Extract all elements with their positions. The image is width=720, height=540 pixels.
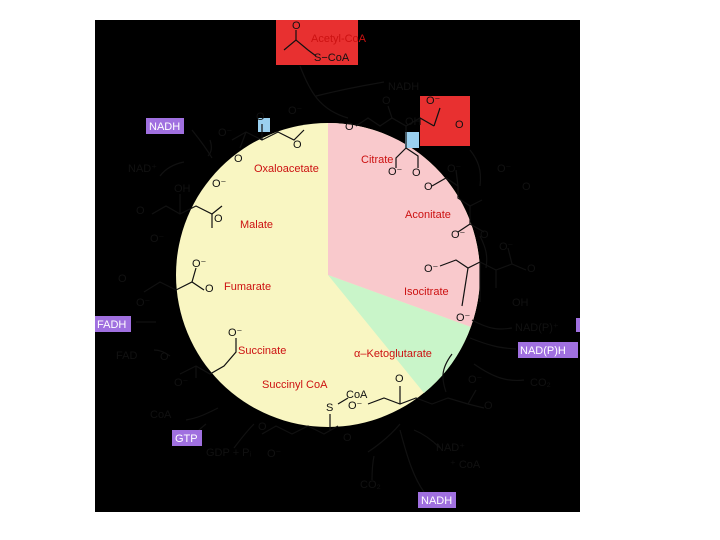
nadh-top-left-label: NADH (149, 121, 180, 133)
aconitate-label: Aconitate (405, 209, 451, 221)
isocitrate-o-minus-3: O⁻ (456, 312, 471, 324)
citrate-o-3: O (412, 167, 421, 179)
malate-structure (151, 194, 223, 228)
coa-bottom-label: ⁺ CoA (450, 459, 481, 471)
fumarate-o-minus-2: O⁻ (136, 297, 151, 309)
isocitrate-structure (439, 247, 527, 307)
nadh-top-right-label: NADH (388, 81, 419, 93)
ketoglutarate-o-2: O (484, 400, 493, 412)
succinyl-coa-label: Succinyl CoA (262, 379, 328, 391)
ketoglutarate-label: α–Ketoglutarate (354, 348, 432, 360)
aconitate-o: O (424, 181, 433, 193)
succinyl-coa-o-minus: O⁻ (267, 448, 282, 460)
aconitate-o-minus-2: O⁻ (497, 163, 512, 175)
succinyl-coa-structure (261, 397, 349, 435)
cycle-wheel (176, 123, 480, 427)
coa-left-label: CoA (150, 409, 172, 421)
nadh-top-left-box (146, 118, 184, 134)
gtp-label: GTP (175, 433, 198, 445)
aconitate-o-minus-3: O⁻ (451, 229, 466, 241)
nadph-label: NAD(P)H (520, 345, 566, 357)
nad-bottom-label: NAD⁺ (436, 442, 465, 454)
ketoglutarate-o-minus-2: O⁻ (468, 374, 483, 386)
nadh-bottom-label: NADH (421, 495, 452, 507)
oxaloacetate-o-minus-2: O⁻ (288, 105, 303, 117)
succinate-structure (179, 338, 237, 378)
oxaloacetate-carbon-highlight (258, 118, 270, 132)
succinate-o: O (160, 351, 169, 363)
acetyl-coa-structure (283, 30, 317, 57)
malate-o-1: O (136, 205, 145, 217)
fumarate-structure (143, 267, 205, 293)
acetyl-coa-highlight (276, 20, 358, 65)
citrate-isocitrate-sector (328, 123, 480, 327)
acetyl-coa-label: Acetyl-CoA (311, 33, 367, 45)
succinate-label: Succinate (238, 345, 286, 357)
acetyl-coa-s-coa: S−CoA (314, 52, 350, 64)
succinyl-coa-s: S (326, 402, 333, 414)
isocitrate-o-minus-1: O⁻ (499, 241, 514, 253)
malate-o-2: O (214, 213, 223, 225)
fad-label: FAD (116, 350, 137, 362)
gtp-box (172, 430, 202, 446)
nad-left-label: NAD⁺ (128, 163, 157, 175)
malate-o-minus-2: O⁻ (150, 233, 165, 245)
succinate-o-minus-2: O⁻ (174, 377, 189, 389)
citrate-carbon-highlight (405, 132, 419, 148)
ketoglutarate-o-minus-1: O⁻ (348, 400, 363, 412)
oxaloacetate-o-minus-1: O⁻ (218, 127, 233, 139)
oxaloacetate-o-3: O (293, 139, 302, 151)
oxaloacetate-structure (231, 124, 305, 149)
acetyl-coa-o: O (292, 20, 301, 32)
isocitrate-oh: OH (512, 297, 529, 309)
co2-bottom-label: CO₂ (360, 479, 381, 491)
nadh-bottom-box (418, 492, 456, 508)
citrate-oh: OH (405, 116, 422, 128)
fumarate-label: Fumarate (224, 281, 271, 293)
citrate-o-minus-1: O⁻ (345, 121, 360, 133)
citrate-o-2: O (455, 119, 464, 131)
succinate-o-minus-1: O⁻ (228, 327, 243, 339)
ketoglutarate-structure (367, 386, 485, 409)
fumarate-o-minus-1: O⁻ (192, 258, 207, 270)
fumarate-o-2: O (118, 273, 127, 285)
fadh-label: FADH (97, 319, 126, 331)
succinyl-coa-coa: CoA (346, 389, 368, 401)
malate-o-minus-1: O⁻ (212, 178, 227, 190)
succinyl-coa-o: O (258, 421, 267, 433)
aconitate-o-fragment: O (522, 181, 531, 193)
succinyl-coa-o-2: O (343, 432, 352, 444)
nadph-edge-box (576, 318, 580, 332)
nadp-in-label: NAD(P)⁺ (515, 322, 559, 334)
citrate-structure (355, 105, 441, 168)
ketoglutarate-sector (328, 275, 471, 393)
citrate-o-minus-3: O⁻ (388, 166, 403, 178)
fadh-box (95, 316, 131, 332)
aconitate-o-2: O (480, 229, 489, 241)
aconitate-structure (431, 169, 485, 233)
citrate-label: Citrate (361, 154, 393, 166)
oxaloacetate-o-2: O (234, 153, 243, 165)
nadph-box (518, 342, 578, 358)
gdp-pi-label: GDP + Pᵢ (206, 447, 252, 459)
reaction-arrows (136, 65, 525, 493)
co2-right-label: CO₂ (530, 377, 551, 389)
malate-oh: OH (174, 183, 191, 195)
isocitrate-o-1: O (527, 263, 536, 275)
citrate-carboxyl-highlight (420, 96, 470, 146)
citrate-o-1: O (382, 95, 391, 107)
isocitrate-label: Isocitrate (404, 286, 449, 298)
ketoglutarate-o-1: O (395, 373, 404, 385)
aconitate-o-minus: O⁻ (447, 163, 462, 175)
oxaloacetate-o-1: O (256, 111, 265, 123)
malate-label: Malate (240, 219, 273, 231)
fumarate-o-1: O (205, 283, 214, 295)
citrate-o-minus-2: O⁻ (426, 95, 441, 107)
isocitrate-o-minus-2: O⁻ (424, 263, 439, 275)
oxaloacetate-label: Oxaloacetate (254, 163, 319, 175)
